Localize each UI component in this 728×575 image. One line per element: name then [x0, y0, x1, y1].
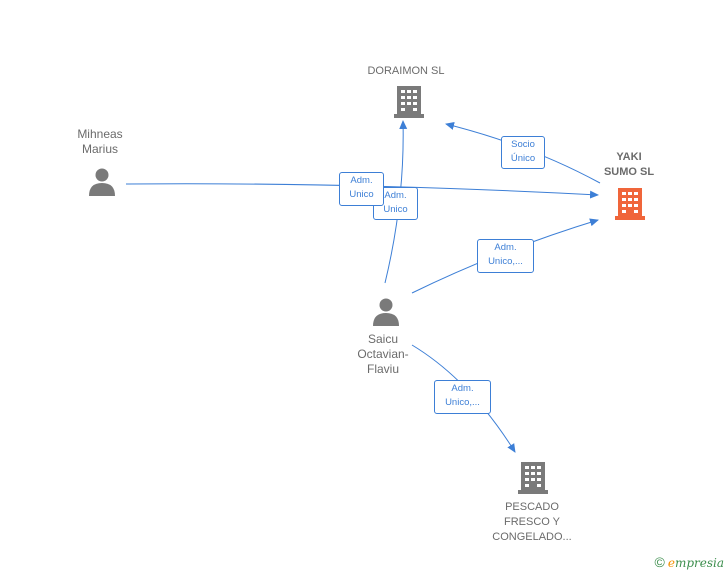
copyright-icon: ©	[654, 554, 665, 570]
brand-initial: e	[667, 556, 675, 570]
role-label-adm-unico-mihneas: Adm. Unico	[339, 172, 384, 206]
person-label-saicu[interactable]: Saicu Octavian- Flaviu	[357, 332, 409, 376]
brand-name: mpresia	[674, 556, 724, 570]
role-label-socio-unico: Socio Único	[501, 136, 545, 169]
role-label-adm-unico-saicu-yaki: Adm. Unico,...	[477, 239, 534, 273]
company-label-doraimon[interactable]: DORAIMON SL	[367, 65, 445, 77]
building-icon[interactable]	[615, 188, 645, 220]
person-label-mihneas[interactable]: Mihneas Marius	[77, 127, 123, 156]
role-label-adm-unico-saicu-pescado: Adm. Unico,...	[434, 380, 491, 414]
person-icon[interactable]	[89, 168, 115, 197]
person-icon[interactable]	[373, 298, 399, 327]
empresia-logo: ©empresia	[655, 554, 725, 570]
building-icon[interactable]	[518, 462, 548, 494]
building-icon[interactable]	[394, 86, 424, 118]
company-label-yaki[interactable]: YAKI SUMO SL	[603, 151, 655, 178]
company-label-pescado[interactable]: PESCADO FRESCO Y CONGELADO...	[492, 501, 572, 543]
